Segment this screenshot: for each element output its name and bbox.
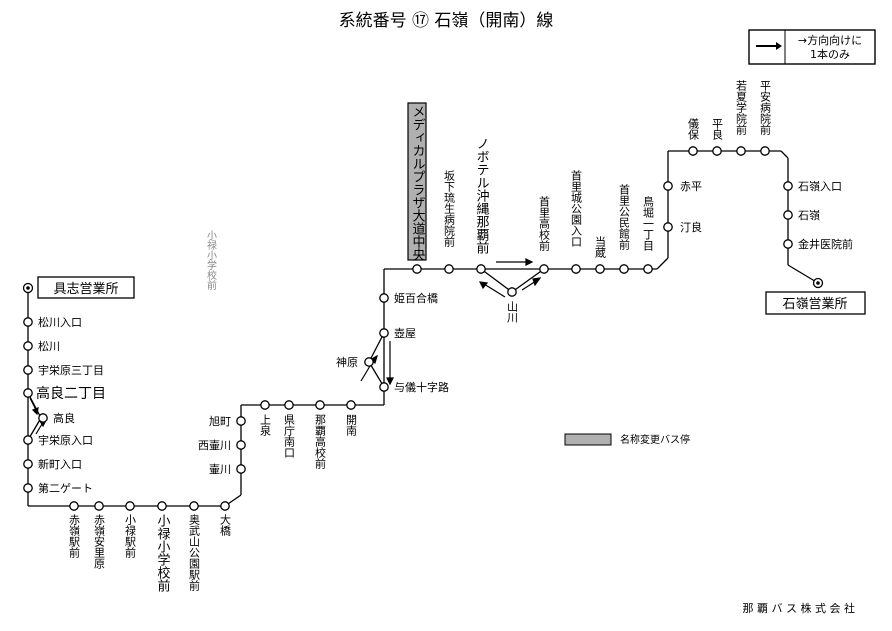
stop-tsuboya: 壺屋 (394, 327, 416, 340)
stop-shuri-kominkan-mae: 首里公民館前 (618, 183, 631, 251)
stop-sakaehira: 汀良 (680, 220, 702, 234)
stop-heian-byoin-mae: 平安病院前 (759, 80, 772, 136)
stop-kenchou-minamiguchi: 県庁南口 (283, 414, 296, 458)
stop-yogi-jujiro: 与儀十字路 (394, 380, 449, 394)
stop-yamakawa: 山川 (506, 301, 519, 323)
stop-kainan: 開南 (345, 414, 358, 436)
stop-okubuyama-koen-eki-mae: 奥武山公園駅前 (188, 513, 201, 592)
stop-takara-nichome: 高良二丁目 (36, 385, 106, 402)
terminal-right: 石嶺営業所 (765, 291, 866, 315)
renamed-stop-legend: 名称変更バス停 (564, 433, 690, 446)
stop-ishimine: 石嶺 (798, 209, 820, 222)
stop-medical-plaza: メディカルプラザ大道中央 (410, 105, 426, 261)
stop-shuri-koko-mae: 首里高校前 (538, 195, 551, 252)
stop-himeyuri-bashi: 姫百合橋 (394, 291, 438, 305)
stop-labels-horizontal: 松川入口 松川 宇栄原三丁目 高良二丁目 高良 宇栄原入口 新町入口 第二ゲート… (36, 180, 853, 495)
stop-uenoizumi: 上泉 (259, 414, 272, 436)
stop-asahimachi: 旭町 (209, 414, 231, 428)
stop-kanbara: 神原 (336, 355, 358, 369)
stop-oroku-shogakko-mae: 小禄小学校前 (155, 514, 171, 592)
page-title: 系統番号 ⑰ 石嶺（開南）線 (339, 11, 554, 31)
faint-annotation: 小禄小学校前 (205, 230, 217, 291)
stop-nishi-tsubogawa: 西壷川 (198, 439, 231, 452)
stop-takara: 高良 (53, 411, 75, 425)
terminal-left: 具志営業所 (37, 276, 135, 299)
stop-usaebaru-sanchome: 宇栄原三丁目 (38, 363, 104, 377)
stop-sakashita-ryusei-byoin-mae: 坂下琉生病院前 (443, 170, 456, 248)
terminal-right-label: 石嶺営業所 (782, 296, 847, 312)
stop-daini-gate: 第二ゲート (38, 481, 93, 495)
stop-tsubogawa: 壷川 (209, 463, 231, 476)
stop-naha-koko-mae: 那覇高校前 (314, 414, 327, 470)
direction-legend: →方向向けに 1本のみ (748, 29, 876, 65)
renamed-stop-label: 名称変更バス停 (620, 433, 690, 446)
stop-shinmachi-iriguchi: 新町入口 (38, 457, 82, 471)
stop-matsukawa: 松川 (38, 339, 60, 353)
terminal-markers (22, 277, 824, 294)
stop-matsukawa-iriguchi: 松川入口 (38, 315, 82, 329)
stop-labels-vertical-below: 赤嶺駅前 赤嶺安里原 小禄駅前 小禄小学校前 奥武山公園駅前 大橋 上泉 県庁南… (68, 301, 519, 593)
terminal-left-label: 具志営業所 (53, 281, 118, 297)
stop-tougura: 当蔵 (594, 235, 607, 259)
company-name: 那 覇 バ ス 株 式 会 社 (743, 601, 855, 615)
stop-akamine-anri-hara: 赤嶺安里原 (93, 514, 106, 569)
stop-ohashi: 大橋 (219, 513, 232, 537)
stop-hotel-okinawa-naha-mae: ノボテル沖縄那覇前 (474, 137, 490, 254)
stop-wakanatsu-gakuin-mae: 若夏学院前 (735, 80, 748, 136)
stop-labels-vertical-above: メディカルプラザ大道中央 坂下琉生病院前 ノボテル沖縄那覇前 首里高校前 首里城… (410, 80, 772, 262)
stop-oroku-eki-mae: 小禄駅前 (124, 514, 137, 559)
renamed-stop-box (407, 102, 427, 261)
stop-akamine-eki-mae: 赤嶺駅前 (68, 514, 81, 559)
stop-heira: 平良 (711, 118, 724, 141)
legend-arrow-label-1: →方向向けに (798, 33, 862, 47)
legend-arrow-label-2: 1本のみ (810, 47, 850, 61)
stop-akahira: 赤平 (680, 180, 702, 193)
stop-gibo: 儀保 (687, 117, 700, 141)
stop-kanai-iin-mae: 金井医院前 (798, 237, 853, 251)
stop-usaebaru-iriguchi: 宇栄原入口 (38, 433, 93, 447)
stop-torihori-itchome: 鳥堀一丁目 (642, 195, 655, 251)
stop-ishimine-iriguchi: 石嶺入口 (798, 180, 842, 193)
stop-shuri-jo-koen-iriguchi: 首里城公園入口 (570, 169, 583, 247)
stop-markers (23, 146, 793, 511)
